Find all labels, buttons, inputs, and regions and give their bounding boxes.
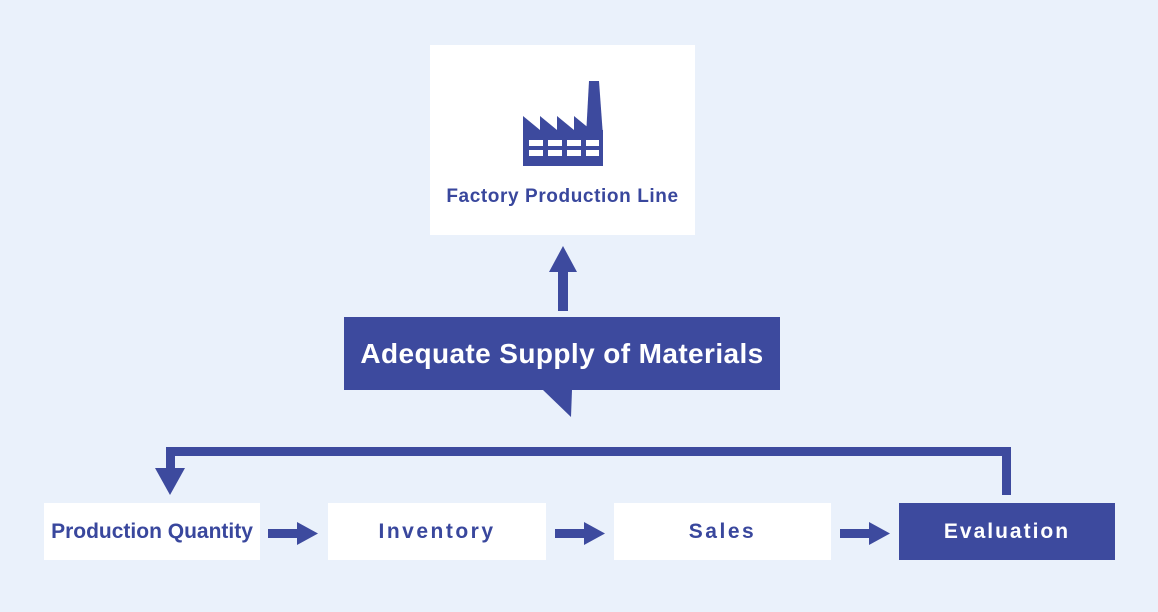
- arrow-right-icon: [268, 522, 318, 545]
- flow-step-label: Inventory: [378, 519, 496, 543]
- supply-bubble: Adequate Supply of Materials: [344, 317, 780, 390]
- factory-card: Factory Production Line: [430, 45, 695, 235]
- factory-card-label: Factory Production Line: [446, 186, 679, 207]
- flow-step-sales: Sales: [614, 503, 831, 560]
- flow-step-inventory: Inventory: [328, 503, 546, 560]
- supply-bubble-tail-icon: [543, 390, 572, 417]
- flow-step-label: Evaluation: [943, 519, 1071, 543]
- flow-step-evaluation: Evaluation: [899, 503, 1115, 560]
- feedback-line-right-vertical: [1002, 447, 1011, 495]
- factory-icon: [522, 81, 603, 166]
- feedback-arrow-down-icon: [155, 468, 185, 495]
- supply-bubble-label: Adequate Supply of Materials: [360, 337, 764, 369]
- flow-step-label: Sales: [688, 519, 757, 543]
- feedback-line-left-vertical: [166, 447, 175, 469]
- arrow-up-icon: [549, 246, 577, 311]
- feedback-line-horizontal: [166, 447, 1011, 456]
- flow-step-label: Production Quantity: [51, 519, 253, 543]
- arrow-right-icon: [555, 522, 605, 545]
- flow-step-production-quantity: Production Quantity: [44, 503, 260, 560]
- arrow-right-icon: [840, 522, 890, 545]
